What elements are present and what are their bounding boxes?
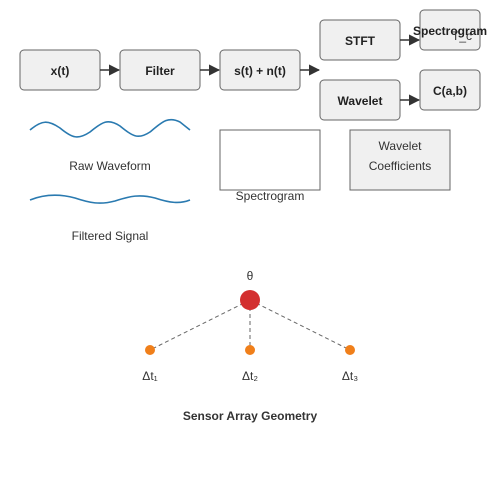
filtered-signal-curve (29, 194, 191, 204)
wavelet-coefficients-line2: Coefficients (369, 159, 431, 173)
raw-waveform-curve (29, 118, 191, 138)
input-node-label: x(t) (51, 64, 70, 78)
path-to-right-sensor (249, 299, 351, 351)
sum-node-label: s(t) + n(t) (234, 64, 286, 78)
raw-waveform-caption: Raw Waveform (69, 159, 151, 173)
left-delay-label: Δt₁ (142, 369, 157, 383)
stft-node-label: STFT (345, 34, 376, 48)
path-to-left-sensor (149, 299, 251, 351)
right-delay-label: Δt₃ (342, 369, 358, 383)
wavelet-coefficients-panel (349, 129, 451, 191)
spectrogram-caption: Spectrogram (236, 189, 305, 203)
right-sensor (345, 345, 355, 355)
filter-node-label: Filter (145, 64, 175, 78)
spectrogram-node-sublabel: T_c (452, 29, 472, 43)
filtered-signal-caption: Filtered Signal (72, 229, 149, 243)
center-delay-label: Δt₂ (242, 369, 258, 383)
wavelet-node-label: Wavelet (338, 94, 383, 108)
stft-node: STFT (319, 19, 401, 61)
theta-label: θ (247, 269, 254, 283)
spectrogram-node-label: Spectrogram (413, 24, 487, 38)
wavelet-coefficients-line1: Wavelet (379, 139, 423, 153)
source-point (240, 290, 260, 310)
input-node: x(t) (19, 49, 101, 91)
sensor-array-title: Sensor Array Geometry (183, 409, 318, 423)
wavelet-node: Wavelet (319, 79, 401, 121)
sum-node: s(t) + n(t) (219, 49, 301, 91)
left-sensor (145, 345, 155, 355)
coefficients-node-label: C(a,b) (433, 84, 467, 98)
filter-node: Filter (119, 49, 201, 91)
center-sensor (245, 345, 255, 355)
coefficients-node: C(a,b) (419, 69, 481, 111)
spectrogram-node: Spectrogram T_c (413, 9, 487, 51)
spectrogram-panel (219, 129, 321, 191)
